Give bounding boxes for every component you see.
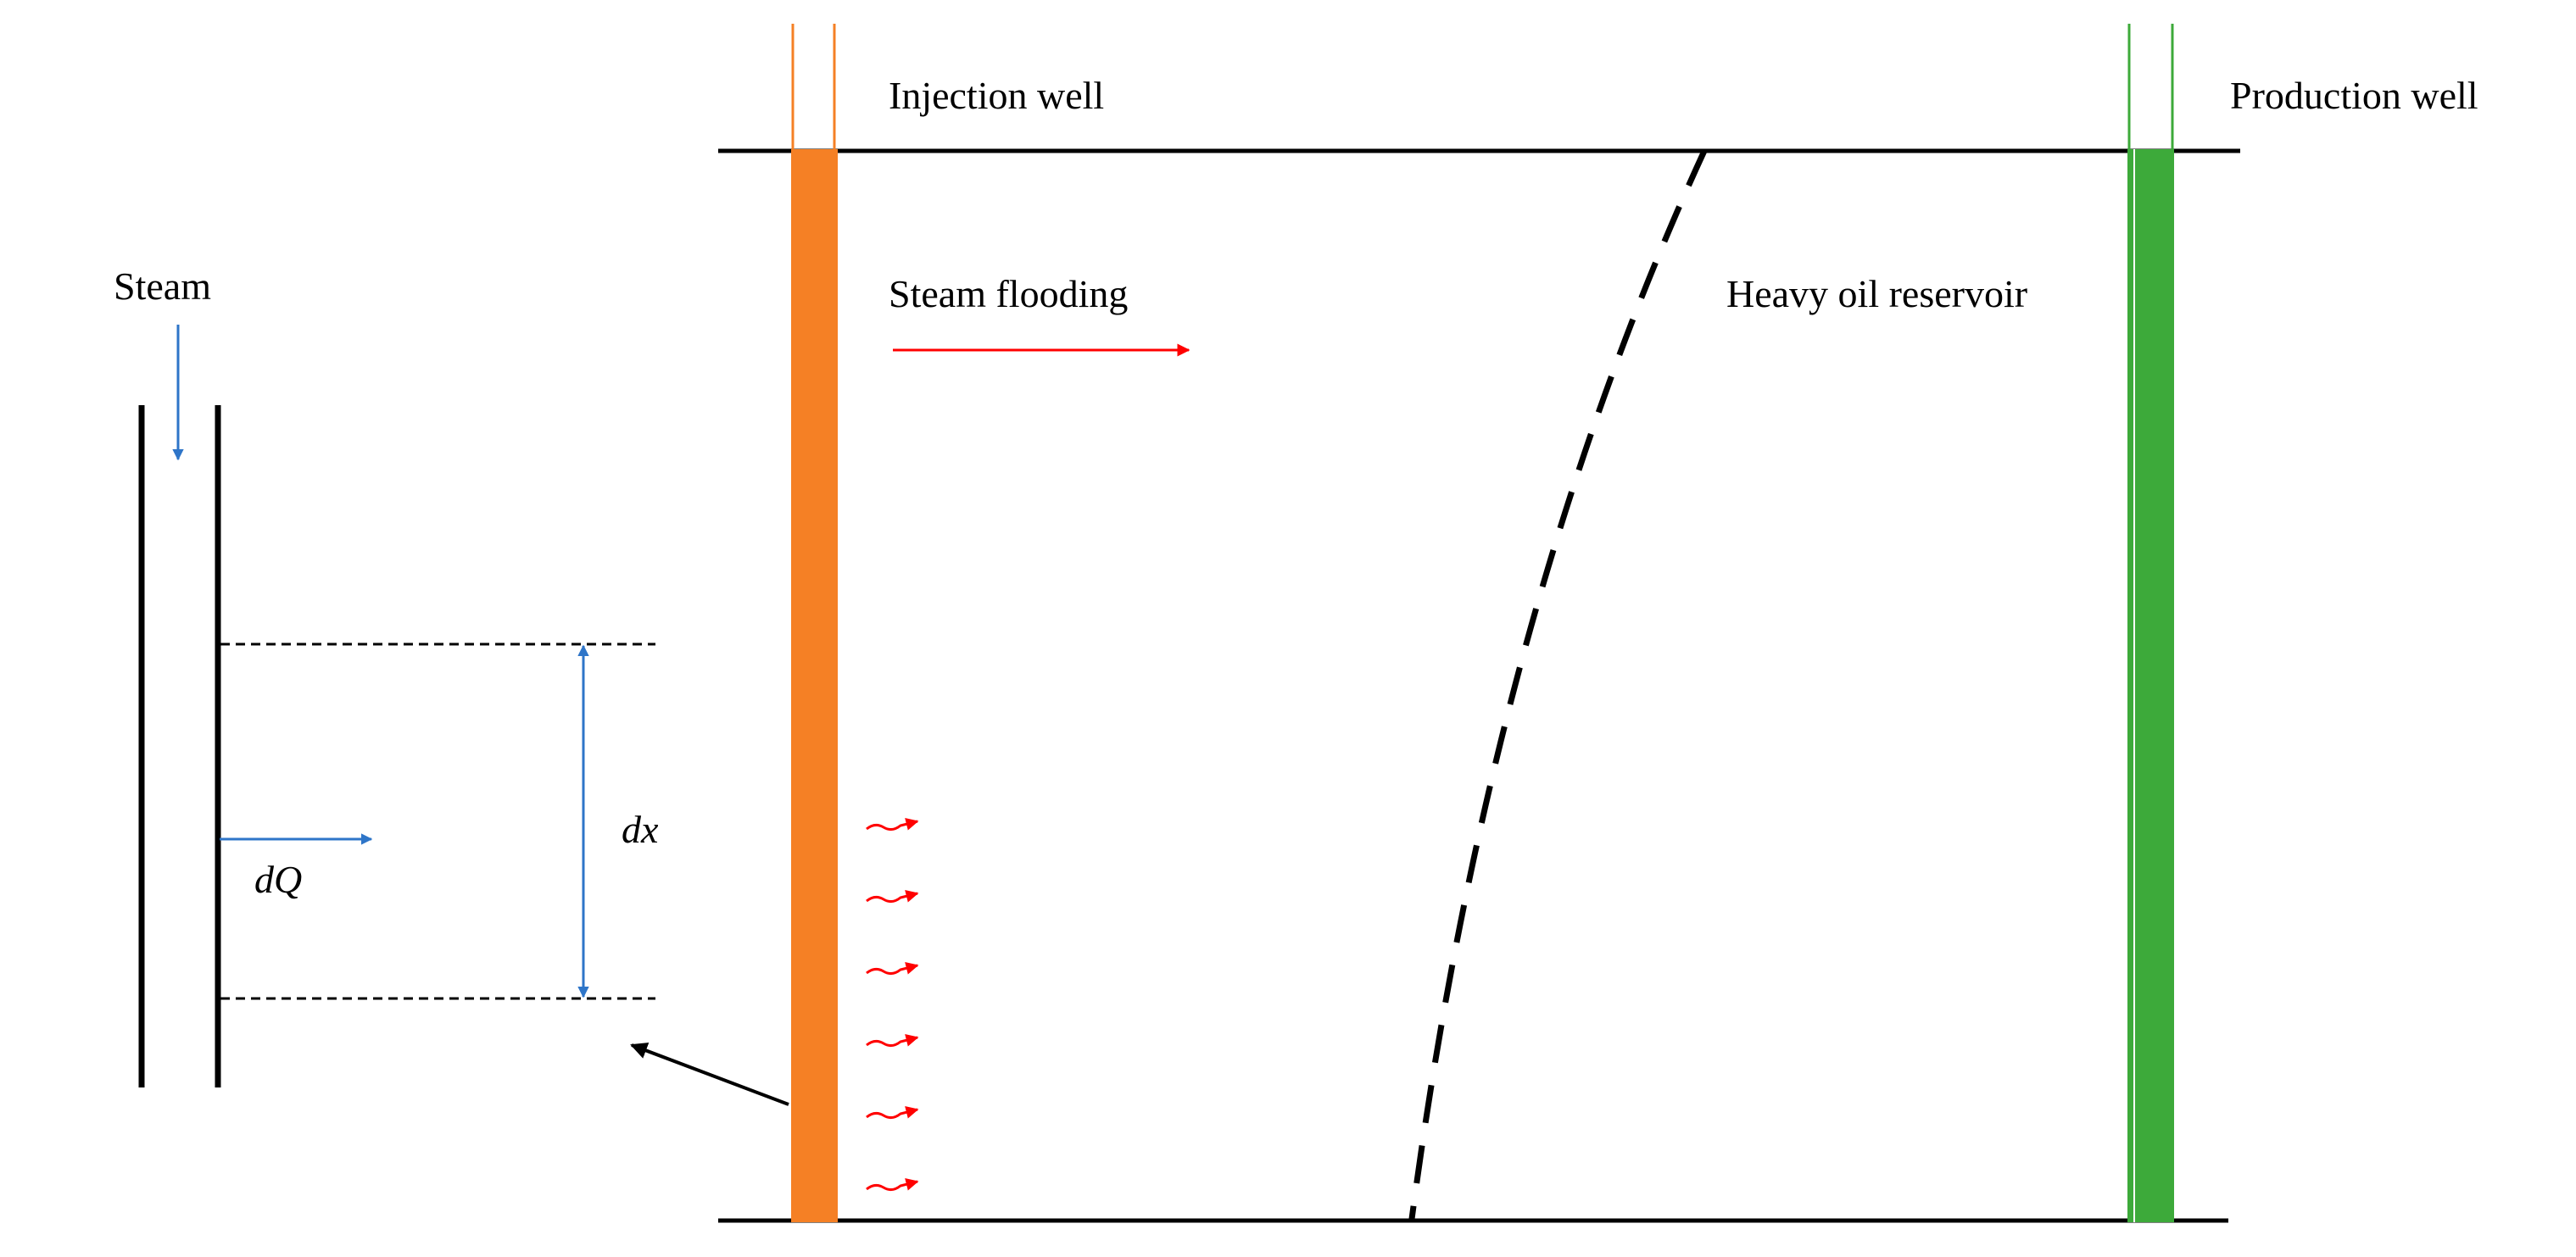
injection-well (791, 24, 838, 1222)
steam-injection-arrow (866, 1105, 919, 1120)
steam-injection-arrow (866, 889, 919, 904)
heavy-oil-reservoir-label: Heavy oil reservoir (1726, 272, 2027, 315)
wellbore-detail (138, 325, 655, 1087)
production-well-body (2127, 149, 2174, 1222)
production-well (2127, 24, 2174, 1222)
steam-injection-arrow (866, 1033, 919, 1048)
steam-injection-arrow (866, 961, 919, 976)
injection-well-label: Injection well (889, 74, 1104, 117)
steam-front-dashed-line (1408, 149, 1708, 1220)
steam-injection-arrow (866, 1177, 919, 1192)
steam-injection-arrows (866, 817, 919, 1192)
steam-injection-arrow (866, 817, 919, 832)
injection-well-body (791, 149, 838, 1222)
steam-label: Steam (114, 264, 211, 308)
steam-flooding-label: Steam flooding (889, 272, 1128, 315)
detail-callout-arrow (630, 1043, 789, 1106)
production-well-label: Production well (2230, 74, 2478, 117)
dx-label: dx (622, 808, 659, 851)
dQ-label: dQ (254, 858, 302, 901)
